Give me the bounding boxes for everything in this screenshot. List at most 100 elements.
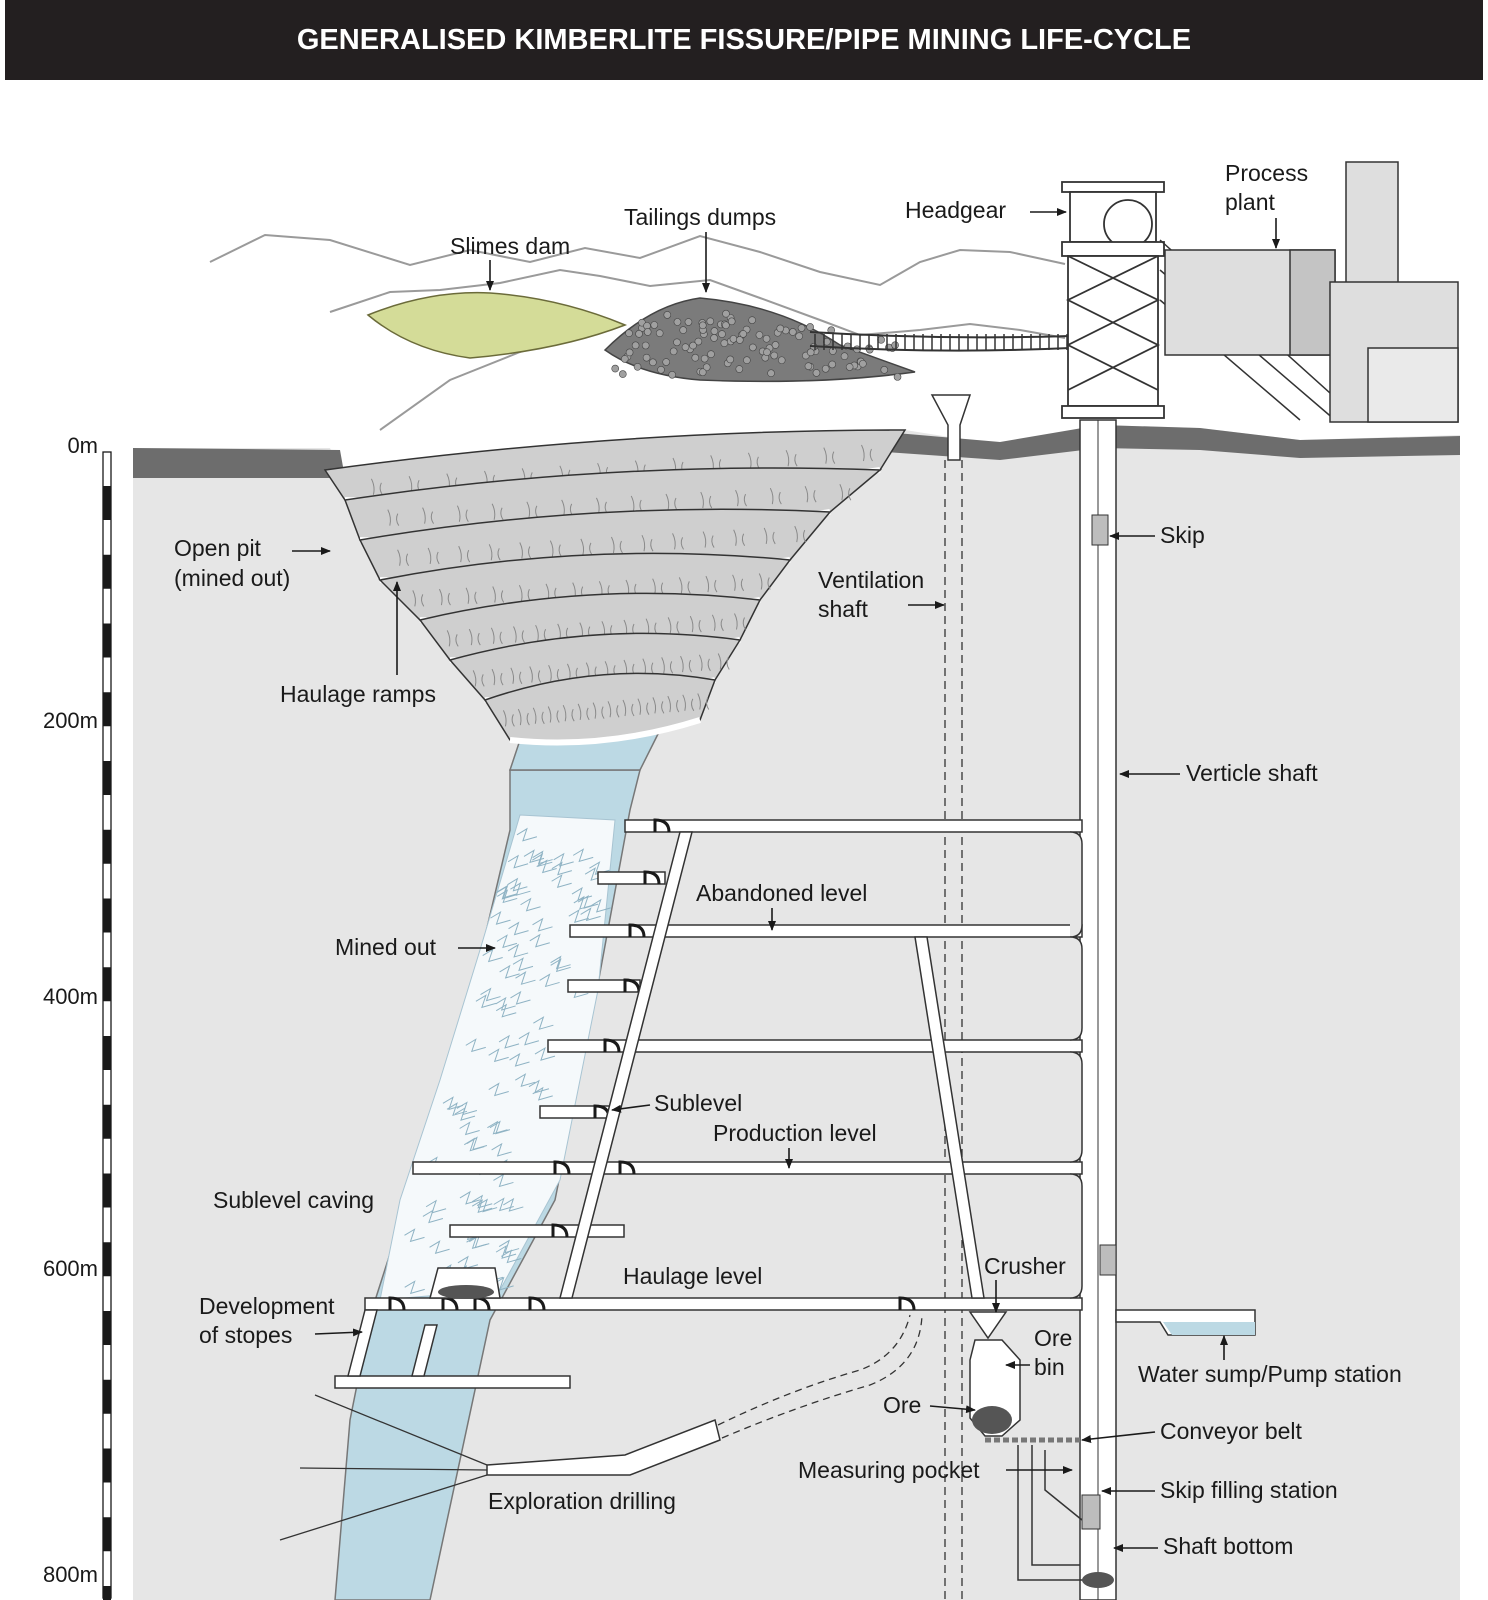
tunnel xyxy=(413,1162,1082,1174)
label-open-pit: Open pit xyxy=(174,535,262,561)
label-exploration-drilling: Exploration drilling xyxy=(488,1488,676,1514)
scale-segment xyxy=(103,1380,111,1414)
label-ore: Ore xyxy=(883,1392,921,1418)
label-plant: plant xyxy=(1225,189,1275,215)
rock xyxy=(682,344,689,351)
label-development: Development xyxy=(199,1293,335,1319)
rock xyxy=(771,352,778,359)
rock xyxy=(669,371,676,378)
shaft-connection xyxy=(1070,832,1082,937)
rock xyxy=(829,361,836,368)
label-water-sump: Water sump/Pump station xyxy=(1138,1361,1402,1387)
scale-segment xyxy=(103,761,111,795)
rock xyxy=(813,369,820,376)
rock xyxy=(634,363,641,370)
tunnel xyxy=(365,1298,1082,1310)
scale-segment xyxy=(103,624,111,658)
rock xyxy=(643,354,650,361)
rock xyxy=(789,328,796,335)
rock xyxy=(894,373,901,380)
skip-lower-box xyxy=(1100,1245,1116,1275)
rock xyxy=(651,322,658,329)
label-slimes-dam: Slimes dam xyxy=(450,233,570,259)
label-mined-out: Mined out xyxy=(335,934,437,960)
rock xyxy=(680,327,687,334)
scale-segment xyxy=(103,1311,111,1345)
scale-segment xyxy=(103,555,111,589)
tunnel xyxy=(335,1376,570,1388)
rock xyxy=(699,322,706,329)
rock xyxy=(711,328,718,335)
depth-label-200m: 200m xyxy=(43,708,98,733)
label-process: Process xyxy=(1225,160,1308,186)
rock xyxy=(805,363,812,370)
scale-segment xyxy=(103,1174,111,1208)
label-headgear: Headgear xyxy=(905,197,1006,223)
rock xyxy=(632,342,639,349)
rock xyxy=(736,366,743,373)
label-mined-out-pit: (mined out) xyxy=(174,565,290,591)
scale-segment xyxy=(103,1105,111,1139)
rock xyxy=(626,349,633,356)
label-of-stopes: of stopes xyxy=(199,1322,292,1348)
label-sublevel-caving: Sublevel caving xyxy=(213,1187,374,1213)
depth-label-600m: 600m xyxy=(43,1256,98,1281)
rock xyxy=(749,317,756,324)
rock xyxy=(692,354,699,361)
label-shaft-bottom: Shaft bottom xyxy=(1163,1533,1293,1559)
rock xyxy=(664,311,671,318)
rock xyxy=(636,330,643,337)
tunnel xyxy=(570,925,1082,937)
rock xyxy=(644,328,651,335)
ore-pile xyxy=(438,1285,494,1299)
rock xyxy=(772,341,779,348)
skip-filling-box xyxy=(1082,1495,1100,1529)
rock xyxy=(612,365,619,372)
depth-label-800m: 800m xyxy=(43,1562,98,1587)
rock xyxy=(730,335,737,342)
rock xyxy=(721,340,728,347)
rock xyxy=(728,318,735,325)
slimes-dam-shape xyxy=(368,293,625,358)
vertical-shaft xyxy=(1080,420,1116,1600)
rock xyxy=(663,359,670,366)
headgear xyxy=(1062,182,1164,418)
scale-segment xyxy=(103,692,111,726)
rock xyxy=(798,325,805,332)
rock xyxy=(859,360,866,367)
rock xyxy=(723,310,730,317)
scale-segment xyxy=(103,967,111,1001)
rock xyxy=(749,344,756,351)
rock xyxy=(807,323,814,330)
label-production-level: Production level xyxy=(713,1120,877,1146)
label-skip-upper: Skip xyxy=(1160,522,1205,548)
rock xyxy=(621,355,628,362)
mountain-range xyxy=(210,235,1065,285)
scale-segment xyxy=(103,1586,111,1600)
label-crusher: Crusher xyxy=(984,1253,1066,1279)
label-vertical-shaft: Verticle shaft xyxy=(1186,760,1318,786)
rock xyxy=(727,356,734,363)
rock xyxy=(707,318,714,325)
rock xyxy=(626,330,633,337)
label-ore-bin-2: bin xyxy=(1034,1354,1065,1380)
rock xyxy=(807,349,814,356)
skip-upper-box xyxy=(1092,515,1108,545)
label-skip-filling: Skip filling station xyxy=(1160,1477,1338,1503)
rock xyxy=(711,334,718,341)
scale-segment xyxy=(103,830,111,864)
label-ore-bin-1: Ore xyxy=(1034,1325,1072,1351)
rock xyxy=(777,325,784,332)
rock xyxy=(743,357,750,364)
shaft-connection xyxy=(1070,1174,1082,1298)
rock xyxy=(673,339,680,346)
label-shaft: shaft xyxy=(818,596,868,622)
depth-label-400m: 400m xyxy=(43,984,98,1009)
label-abandoned-level: Abandoned level xyxy=(696,880,867,906)
rock xyxy=(796,333,803,340)
label-measuring-pocket: Measuring pocket xyxy=(798,1457,980,1483)
label-ventilation: Ventilation xyxy=(818,567,924,593)
rock xyxy=(674,318,681,325)
rock xyxy=(670,348,677,355)
rock xyxy=(708,351,715,358)
